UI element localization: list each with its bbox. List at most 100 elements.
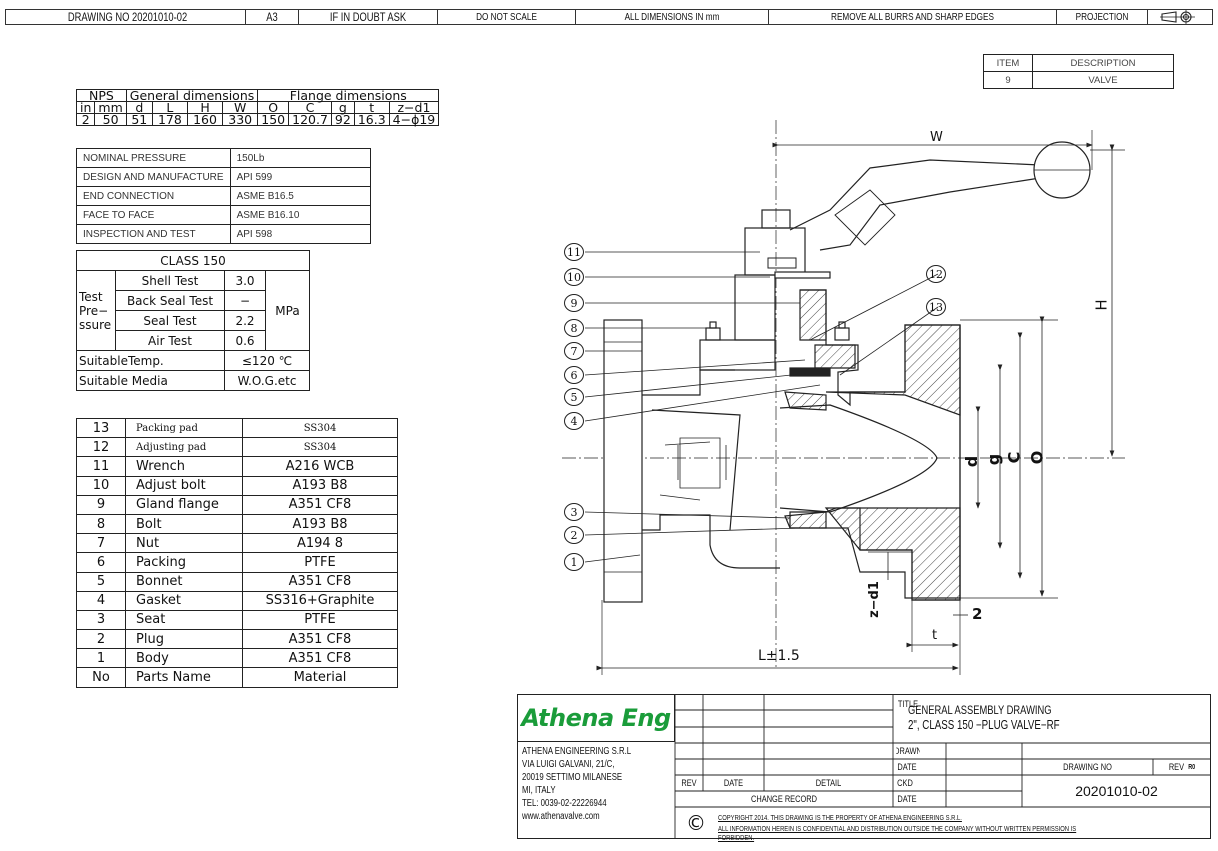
part-name: Adjusting pad <box>125 437 243 458</box>
balloon-6: 6 <box>564 366 584 384</box>
address-line: 20019 SETTIMO MILANESE <box>522 772 623 783</box>
parts-material-header: Material <box>242 667 398 688</box>
dim-label-l: L±1.5 <box>758 648 800 664</box>
divider <box>1056 9 1057 25</box>
part-name: Gland flange <box>125 494 243 515</box>
nps-header: NPS <box>76 89 127 102</box>
test-name: Air Test <box>115 330 225 351</box>
dimensions-table: NPS General dimensions Flange dimensions… <box>75 89 440 126</box>
copyright-icon: © <box>686 811 706 835</box>
logo-text: Athena Eng <box>521 704 671 732</box>
dims-val: 330 <box>222 113 259 126</box>
part-name: Nut <box>125 533 243 554</box>
date-label-2: DATE <box>897 793 917 805</box>
dims-value-row: 2 50 51 178 160 330 150 120.7 92 16.3 4−… <box>75 113 440 126</box>
balloon-8: 8 <box>564 319 584 337</box>
header-scale: DO NOT SCALE <box>476 11 537 23</box>
test-value: − <box>224 290 266 311</box>
dims-val: 160 <box>186 113 224 126</box>
part-material: SS316+Graphite <box>242 590 398 611</box>
divider <box>1147 9 1148 25</box>
date-label: DATE <box>897 761 917 773</box>
title-block <box>517 694 1211 839</box>
dims-val: 2 <box>75 113 96 126</box>
date-column-label: DATE <box>723 777 744 789</box>
balloon-1: 1 <box>564 553 584 571</box>
company-name: ATHENA ENGINEERING S.R.L <box>522 746 632 757</box>
rev-column-label: REV <box>681 777 697 789</box>
balloon-12: 12 <box>926 265 946 283</box>
balloon-11: 11 <box>564 243 584 261</box>
drawing-no-label: DRAWING NO <box>1063 761 1112 773</box>
drawn-label: DRAWN <box>896 745 919 757</box>
part-no: 12 <box>76 437 126 458</box>
company-logo: Athena Eng <box>520 697 672 739</box>
part-no: 10 <box>76 475 126 496</box>
website: www.athenavalve.com <box>522 811 600 822</box>
divider <box>437 9 438 25</box>
balloon-13: 13 <box>926 298 946 316</box>
part-name: Packing <box>125 552 243 573</box>
divider <box>575 9 576 25</box>
spec-value: API 598 <box>229 224 372 244</box>
drawing-number: 20201010-02 <box>1075 783 1158 799</box>
header-units: ALL DIMENSIONS IN mm <box>624 11 720 23</box>
dims-val: 150 <box>257 113 290 126</box>
part-name: Wrench <box>125 456 243 477</box>
dims-val: 50 <box>94 113 127 126</box>
balloon-3: 3 <box>564 503 584 521</box>
part-material: A194 8 <box>242 533 398 554</box>
balloon-7: 7 <box>564 342 584 360</box>
part-material: SS304 <box>242 417 398 439</box>
part-material: A216 WCB <box>242 456 398 477</box>
media-label: Suitable Media <box>76 370 225 391</box>
change-record-label: CHANGE RECORD <box>751 793 817 805</box>
header-burrs: REMOVE ALL BURRS AND SHARP EDGES <box>831 11 994 23</box>
part-no: 11 <box>76 456 126 477</box>
balloon-4: 4 <box>564 412 584 430</box>
spec-label: INSPECTION AND TEST <box>76 224 231 244</box>
dims-val: 92 <box>330 113 355 126</box>
logo-area <box>517 694 675 742</box>
drawing-title-line2: 2", CLASS 150 −PLUG VALVE−RF <box>908 718 1060 732</box>
part-material: A193 B8 <box>242 475 398 496</box>
header-sheet-size: A3 <box>266 10 278 24</box>
part-material: A351 CF8 <box>242 629 398 650</box>
valve-assembly-drawing <box>562 120 1125 675</box>
item-table: ITEM DESCRIPTION 9 VALVE <box>983 54 1174 89</box>
dims-val: 4−ϕ19 <box>388 113 440 126</box>
dims-val: 120.7 <box>288 113 332 126</box>
test-name: Back Seal Test <box>115 290 225 311</box>
spec-value: ASME B16.10 <box>229 205 372 225</box>
detail-column-label: DETAIL <box>815 777 842 789</box>
drawing-title-line1: GENERAL ASSEMBLY DRAWING <box>908 703 1052 717</box>
parts-no-header: No <box>76 667 126 688</box>
dims-col: mm <box>94 101 127 114</box>
part-material: A351 CF8 <box>242 648 398 669</box>
balloon-2: 2 <box>564 526 584 544</box>
dim-label-w: W <box>930 130 943 145</box>
test-name: Seal Test <box>115 310 225 331</box>
ckd-label: CKD <box>897 777 913 789</box>
balloon-9: 9 <box>564 294 584 312</box>
media-value: W.O.G.etc <box>224 370 310 391</box>
divider <box>768 9 769 25</box>
dims-val: 178 <box>151 113 188 126</box>
telephone: TEL: 0039-02-22226944 <box>522 798 607 809</box>
class-table: CLASS 150 Test Pre− ssure Shell Test 3.0… <box>76 250 310 391</box>
dim-label-two: 2 <box>972 605 983 623</box>
